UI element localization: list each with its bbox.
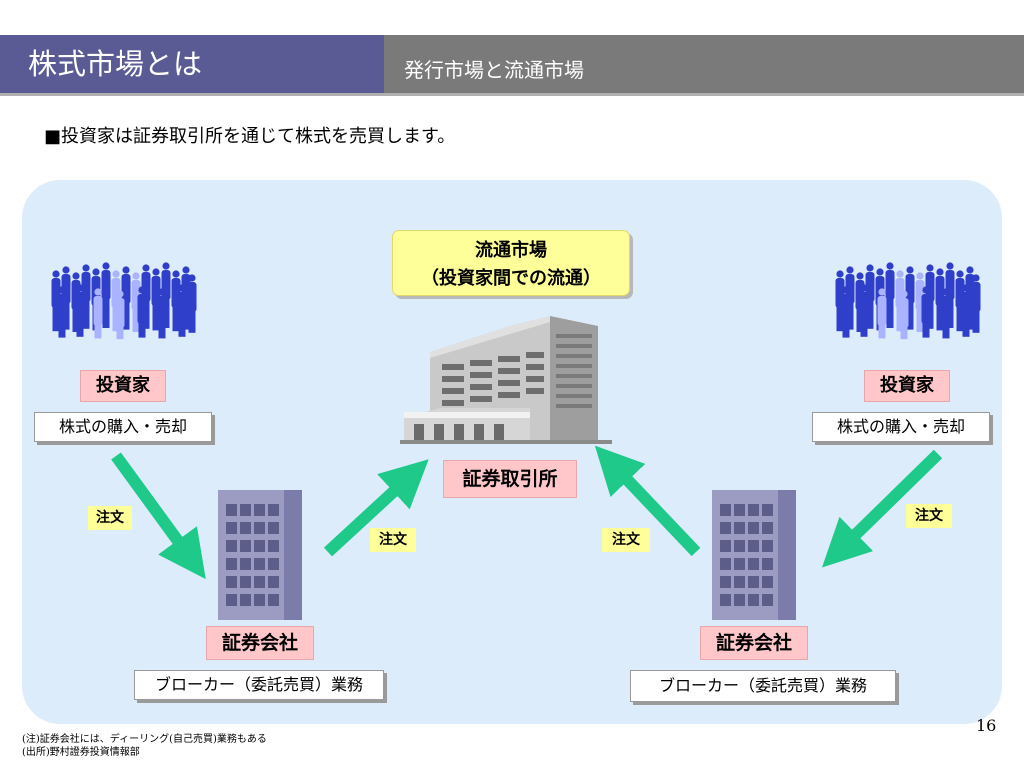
page-number: 16 [976, 716, 997, 735]
investors-crowd-icon [835, 262, 981, 340]
secondary-market-box: 流通市場 （投資家間での流通） [392, 230, 630, 296]
investor-label-left: 投資家 [80, 370, 166, 402]
broker-label-right: 証券会社 [700, 626, 808, 660]
broker-role-left: ブローカー（委託売買）業務 [134, 670, 384, 700]
investor-label-right: 投資家 [864, 370, 950, 402]
order-tag-right-inner: 注文 [602, 528, 650, 552]
order-tag-left-outer: 注文 [88, 506, 132, 530]
order-arrow-right-outer [821, 449, 943, 568]
investor-action-right: 株式の購入・売却 [812, 412, 990, 442]
broker-role-right: ブローカー（委託売買）業務 [630, 670, 896, 702]
broker-label-left: 証券会社 [206, 626, 314, 660]
investor-action-left: 株式の購入・売却 [34, 412, 212, 442]
investors-crowd-icon [51, 262, 197, 340]
order-tag-right-outer: 注文 [906, 504, 952, 528]
footnote-dealing: (注)証券会社には、ディーリング(自己売買)業務もある [22, 734, 267, 745]
broker-building-icon [218, 490, 302, 620]
order-arrow-left-outer [111, 452, 206, 580]
slide-subtitle: 発行市場と流通市場 [384, 35, 1024, 93]
exchange-label: 証券取引所 [443, 460, 577, 498]
secondary-market-subtitle: （投資家間での流通） [421, 268, 601, 289]
exchange-building-icon [400, 316, 612, 444]
secondary-market-title: 流通市場 [475, 240, 547, 261]
broker-building-icon [712, 490, 796, 620]
headline-text: ■投資家は証券取引所を通じて株式を売買します。 [44, 126, 456, 147]
footnote-source: (出所)野村證券投資情報部 [22, 747, 140, 758]
slide-title: 株式市場とは [0, 35, 384, 93]
order-arrow-left-inner [323, 459, 429, 557]
header-divider [0, 93, 1024, 96]
order-arrow-right-inner [594, 445, 701, 557]
order-tag-left-inner: 注文 [370, 528, 416, 552]
